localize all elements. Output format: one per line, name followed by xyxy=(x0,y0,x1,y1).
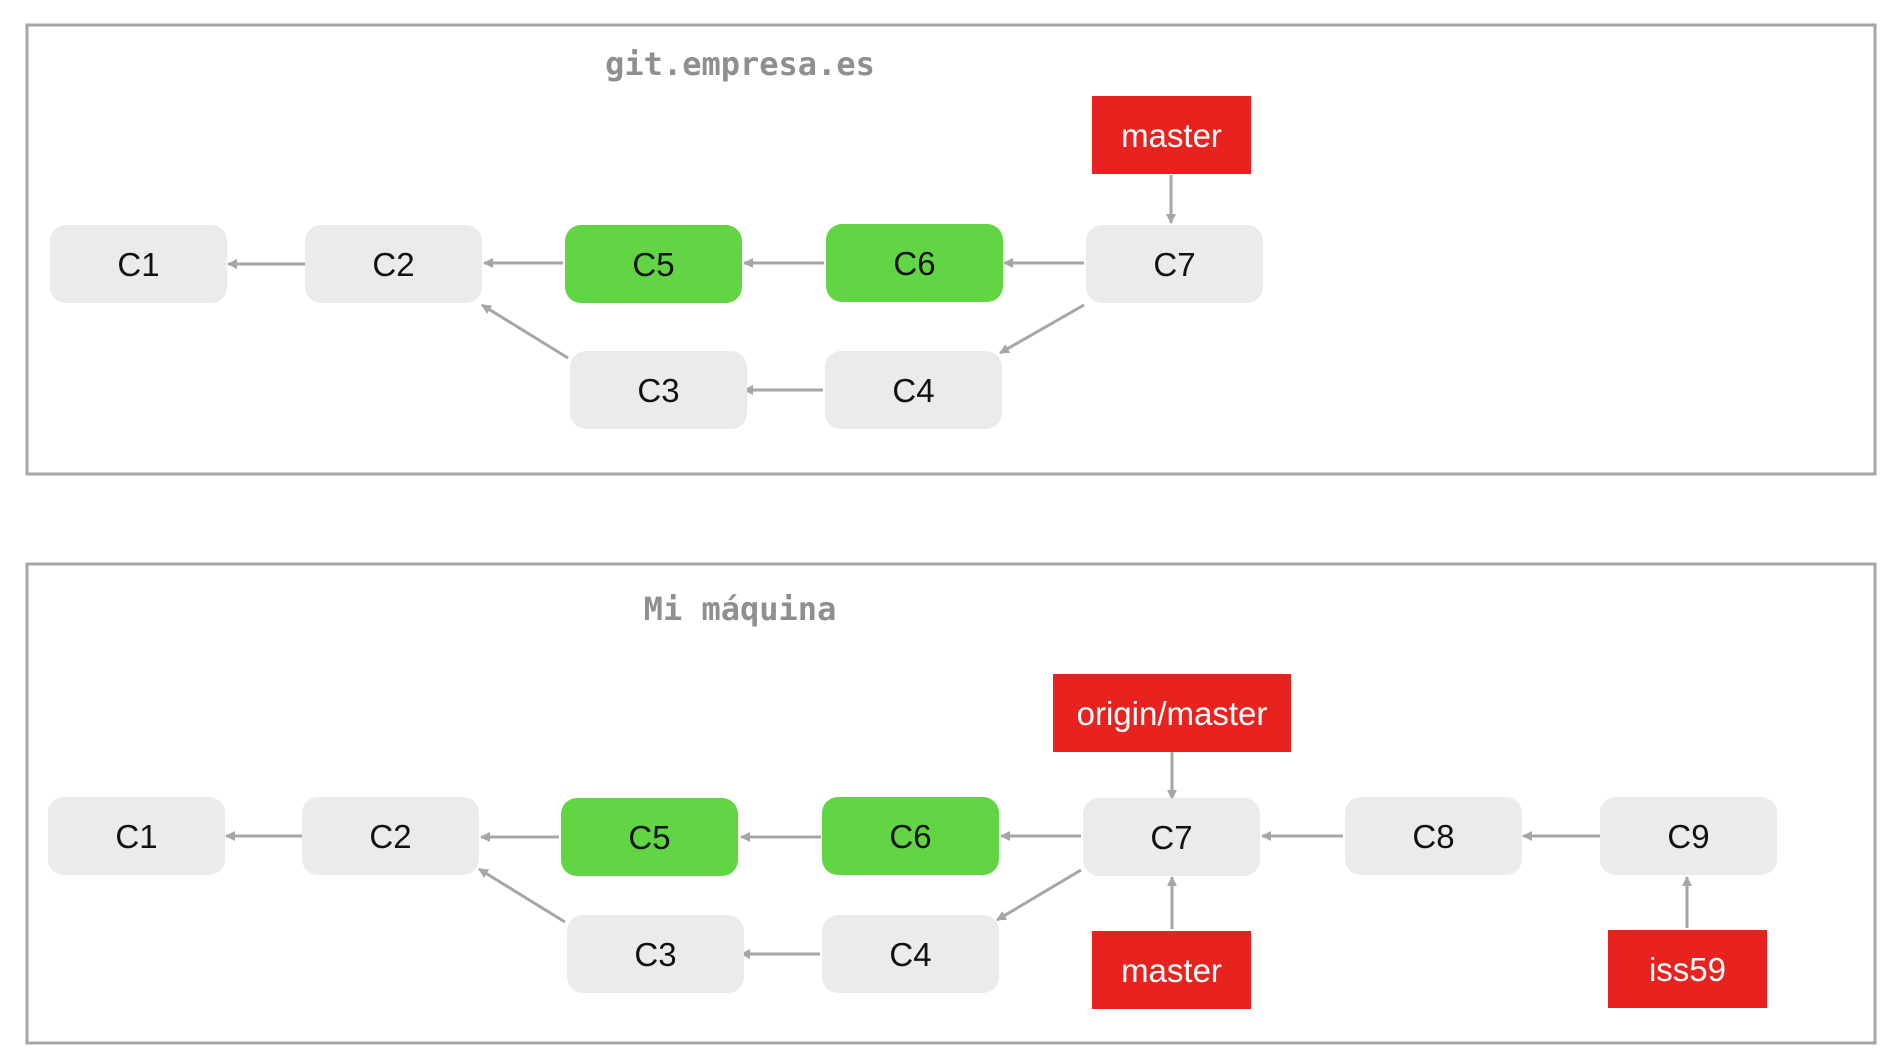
commit-box xyxy=(567,915,744,993)
server-panel-border xyxy=(25,23,1877,476)
ref-label: origin/master xyxy=(1077,695,1268,732)
commit-label: C1 xyxy=(117,246,159,283)
arrow-c3-to-c2 xyxy=(478,867,566,924)
commit-node: C6 xyxy=(822,797,999,875)
commit-label: C4 xyxy=(889,936,931,973)
commit-node: C2 xyxy=(305,225,482,303)
commit-box-highlighted xyxy=(822,797,999,875)
commit-label: C6 xyxy=(889,818,931,855)
commit-node: C3 xyxy=(570,351,747,429)
commit-box-highlighted xyxy=(826,224,1003,302)
commit-box xyxy=(1083,798,1260,876)
commit-label: C7 xyxy=(1153,246,1195,283)
commit-node: C1 xyxy=(48,797,225,875)
ref-box xyxy=(1608,930,1767,1008)
commit-box xyxy=(1600,797,1777,875)
commit-box xyxy=(50,225,227,303)
commit-label: C1 xyxy=(115,818,157,855)
ref-label: iss59 xyxy=(1649,951,1726,988)
arrow-c7-to-c4 xyxy=(999,303,1085,355)
commit-box xyxy=(570,351,747,429)
commit-node: C7 xyxy=(1086,225,1263,303)
server-panel: git.empresa.es C1 C2 C5 C6 xyxy=(25,23,1877,476)
branch-ref-origin-master: origin/master xyxy=(1053,674,1291,752)
server-arrows xyxy=(227,175,1176,395)
local-panel: Mi máquina C1 C2 C5 xyxy=(25,562,1877,1045)
commit-box xyxy=(1086,225,1263,303)
commit-node: C2 xyxy=(302,797,479,875)
commit-label: C2 xyxy=(369,818,411,855)
ref-box xyxy=(1092,931,1251,1009)
branch-ref-master: master xyxy=(1092,96,1251,174)
commit-label: C4 xyxy=(892,372,934,409)
commit-label: C5 xyxy=(628,819,670,856)
local-panel-border xyxy=(25,562,1877,1045)
commit-box xyxy=(825,351,1002,429)
branch-ref-master: master xyxy=(1092,931,1251,1009)
commit-node: C7 xyxy=(1083,798,1260,876)
commit-label: C3 xyxy=(634,936,676,973)
local-arrows xyxy=(225,752,1692,959)
commit-node: C6 xyxy=(826,224,1003,302)
commit-label: C7 xyxy=(1150,819,1192,856)
arrow-c3-to-c2 xyxy=(481,303,569,360)
commit-label: C9 xyxy=(1667,818,1709,855)
commit-label: C2 xyxy=(372,246,414,283)
commit-box-highlighted xyxy=(561,798,738,876)
ref-box xyxy=(1053,674,1291,752)
commit-label: C3 xyxy=(637,372,679,409)
commit-box xyxy=(1345,797,1522,875)
commit-box-highlighted xyxy=(565,225,742,303)
ref-label: master xyxy=(1121,117,1222,154)
commit-box xyxy=(302,797,479,875)
commit-node: C4 xyxy=(825,351,1002,429)
commit-label: C5 xyxy=(632,246,674,283)
arrow-c7-to-c4 xyxy=(996,868,1082,922)
commit-node: C8 xyxy=(1345,797,1522,875)
commit-label: C6 xyxy=(893,245,935,282)
commit-node: C1 xyxy=(50,225,227,303)
commit-box xyxy=(822,915,999,993)
commit-node: C3 xyxy=(567,915,744,993)
commit-node: C9 xyxy=(1600,797,1777,875)
branch-ref-iss59: iss59 xyxy=(1608,930,1767,1008)
commit-label: C8 xyxy=(1412,818,1454,855)
commit-node: C4 xyxy=(822,915,999,993)
commit-box xyxy=(48,797,225,875)
commit-node: C5 xyxy=(565,225,742,303)
commit-node: C5 xyxy=(561,798,738,876)
commit-box xyxy=(305,225,482,303)
ref-label: master xyxy=(1121,952,1222,989)
local-panel-title: Mi máquina xyxy=(644,590,837,628)
ref-box xyxy=(1092,96,1251,174)
server-panel-title: git.empresa.es xyxy=(605,45,875,83)
